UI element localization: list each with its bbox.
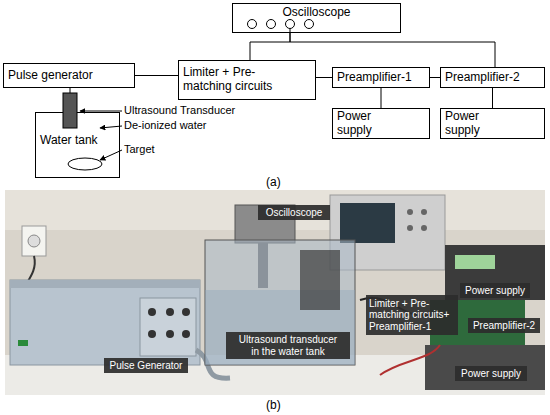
- part-label: De-ionized water: [124, 119, 207, 131]
- leader-line: [100, 126, 122, 128]
- circuit-box: Limiter + Pre-matching circuits: [178, 60, 316, 100]
- node-text: Preamplifier-2: [445, 71, 520, 85]
- node-text: Limiter + Pre-matching circuits+ Preampl…: [369, 298, 455, 333]
- node-text: Power supply: [445, 110, 495, 138]
- node-text: Oscilloscope: [266, 207, 323, 219]
- transducer-symbol: [63, 93, 77, 128]
- instrument-box: Pulse generator: [3, 63, 135, 88]
- photo-label: Limiter + Pre-matching circuits+ Preampl…: [366, 295, 458, 335]
- amplifier-box: Preamplifier-2: [440, 67, 545, 88]
- node-text: Pulse generator: [8, 69, 93, 83]
- signal-wire: [316, 77, 332, 78]
- knob: [407, 209, 413, 215]
- signal-wire: [430, 77, 440, 78]
- part-label: Target: [124, 143, 155, 155]
- water-tank-box: Water tank: [35, 112, 120, 178]
- signal-wire: [135, 75, 178, 76]
- leader-line: [80, 111, 122, 112]
- display: [455, 255, 495, 269]
- power-supply-box: Power supply: [332, 108, 430, 139]
- scope-channel: [248, 20, 257, 29]
- part-label: Ultrasound Transducer: [124, 104, 235, 116]
- photo-label: Power supply: [455, 366, 527, 381]
- leader-line: [100, 150, 122, 160]
- node-text: Limiter + Pre-matching circuits: [183, 66, 283, 94]
- signal-wire: [381, 88, 382, 108]
- cable: [380, 345, 440, 375]
- power-supply-box: Power supply: [440, 108, 545, 139]
- scope-channel: [267, 20, 276, 29]
- power-supply-device: [445, 245, 545, 300]
- knob: [182, 308, 190, 316]
- knob: [407, 225, 413, 231]
- node-text: Power supply: [337, 110, 387, 138]
- wall: [5, 190, 545, 395]
- amplifier-box: Preamplifier-1: [332, 67, 430, 88]
- knob: [421, 209, 427, 215]
- subfigure-label: (b): [266, 398, 281, 412]
- photo-label: Oscilloscope: [258, 205, 330, 220]
- node-text: Preamplifier-2: [473, 320, 535, 332]
- instrument-box: Oscilloscope: [232, 3, 401, 33]
- node-text: Pulse Generator: [110, 360, 183, 372]
- node-text: Ultrasound transducer in the water tank: [236, 334, 340, 357]
- photo-label: Pulse Generator: [104, 358, 188, 373]
- knob: [166, 330, 174, 338]
- oscilloscope-screen: [340, 203, 395, 243]
- water-tank-photo: [205, 240, 355, 365]
- node-text: Power supply: [465, 285, 525, 297]
- scope-channel: [286, 20, 295, 29]
- wire: [70, 88, 71, 93]
- signal-wire: [492, 88, 493, 108]
- signal-wire: [250, 33, 290, 60]
- device-top: [10, 280, 200, 288]
- target-symbol: [68, 158, 102, 170]
- scope-channel: [305, 20, 314, 29]
- knob: [148, 330, 156, 338]
- node-text: Power supply: [461, 368, 521, 380]
- pulse-generator-device: [10, 280, 200, 365]
- photo-label: Power supply: [460, 283, 530, 298]
- photo-label: Ultrasound transducer in the water tank: [226, 332, 350, 359]
- knob: [166, 308, 174, 316]
- stage-arm: [300, 250, 340, 310]
- power-outlet: [22, 226, 46, 256]
- front-panel: [140, 298, 196, 356]
- knob: [182, 330, 190, 338]
- node-text: Oscilloscope: [282, 6, 350, 20]
- subfigure-label: (a): [266, 175, 281, 189]
- knob: [148, 308, 156, 316]
- outlet-socket: [28, 235, 40, 247]
- photo-label: Preamplifier-2: [468, 318, 540, 333]
- power-supply-device: [425, 345, 545, 390]
- signal-wire: [290, 33, 495, 67]
- node-text: Water tank: [40, 134, 98, 148]
- knob: [421, 225, 427, 231]
- node-text: Preamplifier-1: [337, 71, 412, 85]
- indicator: [18, 340, 28, 346]
- wire: [290, 29, 291, 34]
